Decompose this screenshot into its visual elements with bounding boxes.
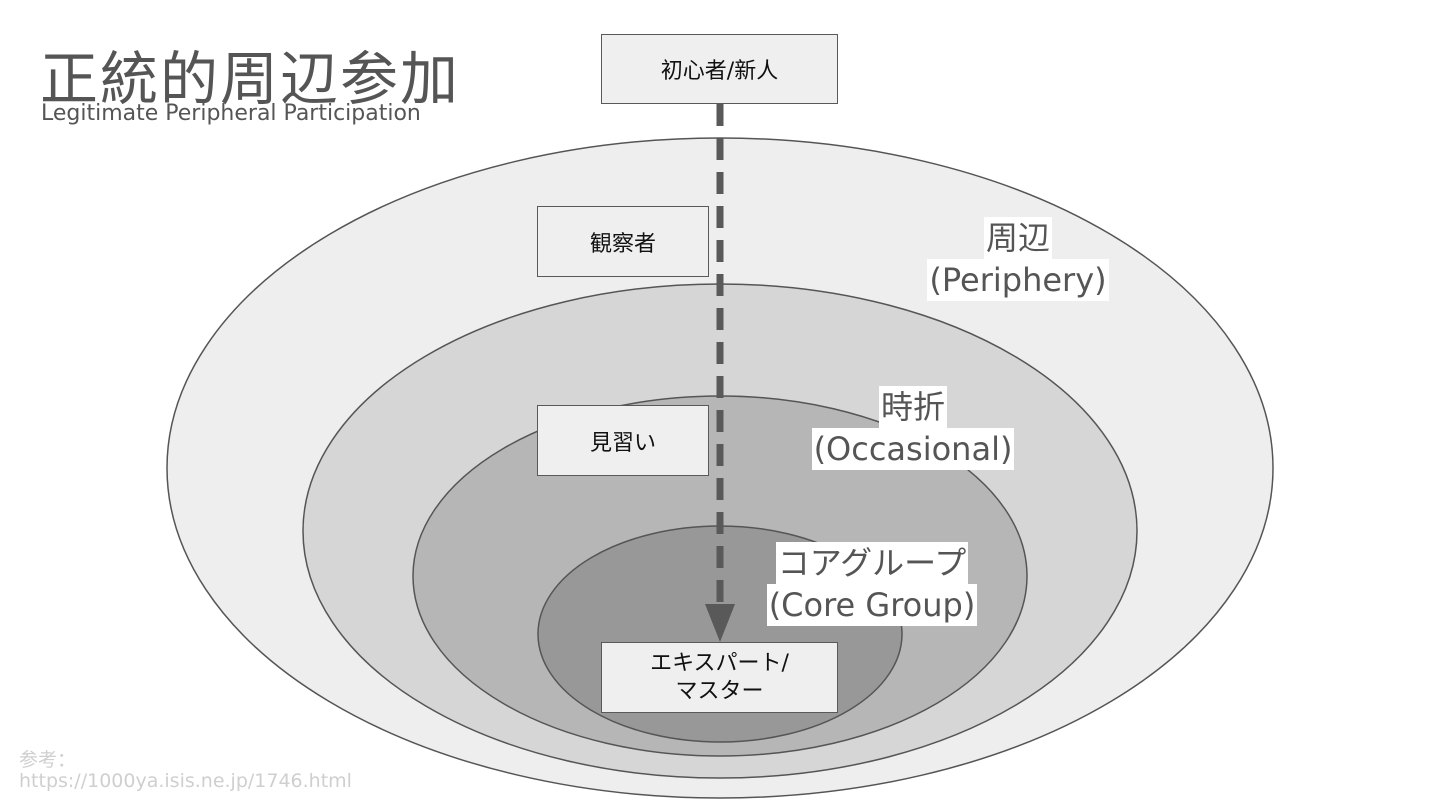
novice-label: 初心者/新人 <box>660 59 779 84</box>
reference-url: https://1000ya.isis.ne.jp/1746.html <box>19 770 352 792</box>
reference-label: 参考： <box>19 749 77 771</box>
core-group-label-en: (Core Group) <box>766 584 978 626</box>
occasional-label: 時折 (Occasional) <box>800 386 1026 470</box>
core-group-label-ja: コアグループ <box>775 542 969 584</box>
apprentice-label: 見習い <box>589 430 656 456</box>
periphery-label-en: (Periphery) <box>927 259 1109 301</box>
occasional-label-en: (Occasional) <box>811 428 1015 470</box>
expert-label-line2: マスター <box>675 678 764 704</box>
page-subtitle: Legitimate Peripheral Participation <box>41 101 421 126</box>
observer-box: 観察者 <box>537 206 709 277</box>
core-group-label: コアグループ (Core Group) <box>756 542 988 626</box>
apprentice-box: 見習い <box>537 405 709 476</box>
periphery-label-ja: 周辺 <box>983 217 1052 259</box>
expert-box: エキスパート/ マスター <box>601 642 838 713</box>
page-title: 正統的周辺参加 <box>40 45 461 113</box>
periphery-label: 周辺 (Periphery) <box>918 217 1118 301</box>
occasional-label-ja: 時折 <box>878 386 947 428</box>
progression-arrow-head <box>705 604 735 642</box>
expert-label-line1: エキスパート/ <box>650 651 789 676</box>
observer-label: 観察者 <box>589 231 656 257</box>
novice-box: 初心者/新人 <box>601 34 838 104</box>
